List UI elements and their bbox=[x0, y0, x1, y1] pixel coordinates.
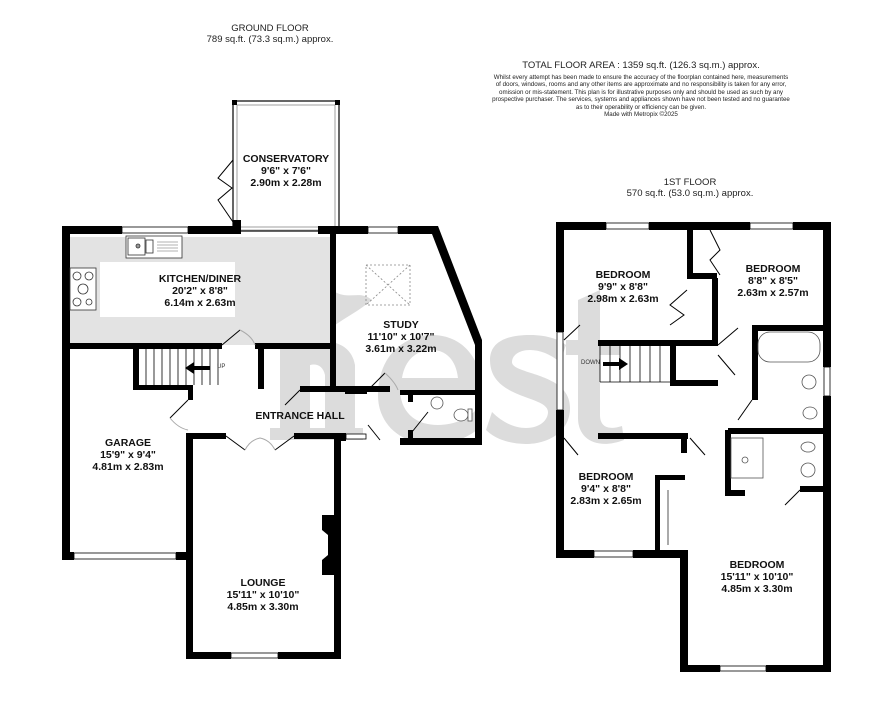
room-name: BEDROOM bbox=[729, 559, 785, 571]
room-label-bedroom-2: BEDROOM 8'8" x 8'5" 2.63m x 2.57m bbox=[737, 263, 808, 299]
room-label-kitchen-diner: KITCHEN/DINER 20'2" x 8'8" 6.14m x 2.63m bbox=[159, 273, 241, 309]
room-dimension-metric: 2.98m x 2.63m bbox=[587, 293, 659, 305]
first-floor-title: 1ST FLOOR bbox=[663, 177, 717, 188]
room-label-bedroom-1: BEDROOM 9'9" x 8'8" 2.98m x 2.63m bbox=[587, 269, 658, 305]
room-dimension-metric: 4.85m x 3.30m bbox=[227, 601, 299, 613]
first-floor-area: 570 sq.ft. (53.0 sq.m.) approx. bbox=[626, 188, 754, 199]
room-dimension-imperial: 9'9" x 8'8" bbox=[598, 281, 648, 293]
room-name: BEDROOM bbox=[578, 471, 634, 483]
room-dimension-imperial: 9'6" x 7'6" bbox=[261, 165, 311, 177]
room-dimension-imperial: 11'10" x 10'7" bbox=[367, 331, 435, 343]
room-name: ENTRANCE HALL bbox=[255, 410, 345, 422]
room-dimension-imperial: 8'8" x 8'5" bbox=[748, 275, 798, 287]
stairs-up-label: UP bbox=[217, 364, 226, 370]
ground-floor-title: GROUND FLOOR bbox=[231, 23, 309, 34]
total-floor-area: TOTAL FLOOR AREA : 1359 sq.ft. (126.3 sq… bbox=[522, 60, 760, 71]
room-dimension-metric: 6.14m x 2.63m bbox=[164, 297, 236, 309]
room-dimension-metric: 2.90m x 2.28m bbox=[250, 177, 322, 189]
room-name: BEDROOM bbox=[595, 269, 651, 281]
room-dimension-metric: 4.85m x 3.30m bbox=[721, 583, 793, 595]
disclaimer-line: of doors, windows, rooms and any other i… bbox=[495, 81, 787, 89]
disclaimer-line: omission or mis-statement. This plan is … bbox=[499, 88, 783, 96]
room-dimension-imperial: 9'4" x 8'8" bbox=[581, 483, 631, 495]
room-dimension-metric: 2.63m x 2.57m bbox=[737, 287, 809, 299]
room-dimension-imperial: 15'11" x 10'10" bbox=[720, 571, 794, 583]
room-dimension-imperial: 15'9" x 9'4" bbox=[100, 449, 156, 461]
room-label-study: STUDY 11'10" x 10'7" 3.61m x 3.22m bbox=[365, 319, 436, 355]
stairs-down-label: DOWN bbox=[581, 360, 600, 366]
room-label-conservatory: CONSERVATORY 9'6" x 7'6" 2.90m x 2.28m bbox=[243, 153, 329, 189]
room-name: GARAGE bbox=[104, 437, 152, 449]
room-label-entrance-hall: ENTRANCE HALL bbox=[255, 410, 344, 422]
disclaimer-line: Whilst every attempt has been made to en… bbox=[493, 74, 789, 81]
room-label-garage: GARAGE 15'9" x 9'4" 4.81m x 2.83m bbox=[92, 437, 163, 473]
ground-floor-area: 789 sq.ft. (73.3 sq.m.) approx. bbox=[206, 34, 334, 45]
room-label-bedroom-3: BEDROOM 9'4" x 8'8" 2.83m x 2.65m bbox=[570, 471, 641, 507]
room-dimension-metric: 3.61m x 3.22m bbox=[365, 343, 437, 355]
room-dimension-imperial: 15'11" x 10'10" bbox=[226, 589, 300, 601]
room-label-lounge: LOUNGE 15'11" x 10'10" 4.85m x 3.30m bbox=[227, 577, 300, 613]
room-name: STUDY bbox=[383, 319, 419, 331]
room-name: CONSERVATORY bbox=[242, 153, 330, 165]
first-floor-plan bbox=[556, 222, 831, 672]
ground-floor-plan bbox=[62, 100, 482, 659]
summary-block: TOTAL FLOOR AREA : 1359 sq.ft. (126.3 sq… bbox=[470, 60, 812, 118]
room-dimension-metric: 2.83m x 2.65m bbox=[570, 495, 642, 507]
metropix-credit: Made with Metropix ©2025 bbox=[604, 111, 678, 119]
room-name: BEDROOM bbox=[745, 263, 801, 275]
room-dimension-metric: 4.81m x 2.83m bbox=[92, 461, 164, 473]
first-floor-header: 1ST FLOOR 570 sq.ft. (53.0 sq.m.) approx… bbox=[580, 177, 800, 199]
ground-floor-header: GROUND FLOOR 789 sq.ft. (73.3 sq.m.) app… bbox=[140, 23, 400, 45]
room-name: KITCHEN/DINER bbox=[158, 273, 242, 285]
room-label-bedroom-4: BEDROOM 15'11" x 10'10" 4.85m x 3.30m bbox=[721, 559, 794, 595]
disclaimer-line: as to their operability or efficiency ca… bbox=[575, 103, 707, 111]
room-name: LOUNGE bbox=[240, 577, 286, 589]
room-dimension-imperial: 20'2" x 8'8" bbox=[172, 285, 228, 297]
disclaimer-line: prospective purchaser. The services, sys… bbox=[492, 96, 790, 104]
